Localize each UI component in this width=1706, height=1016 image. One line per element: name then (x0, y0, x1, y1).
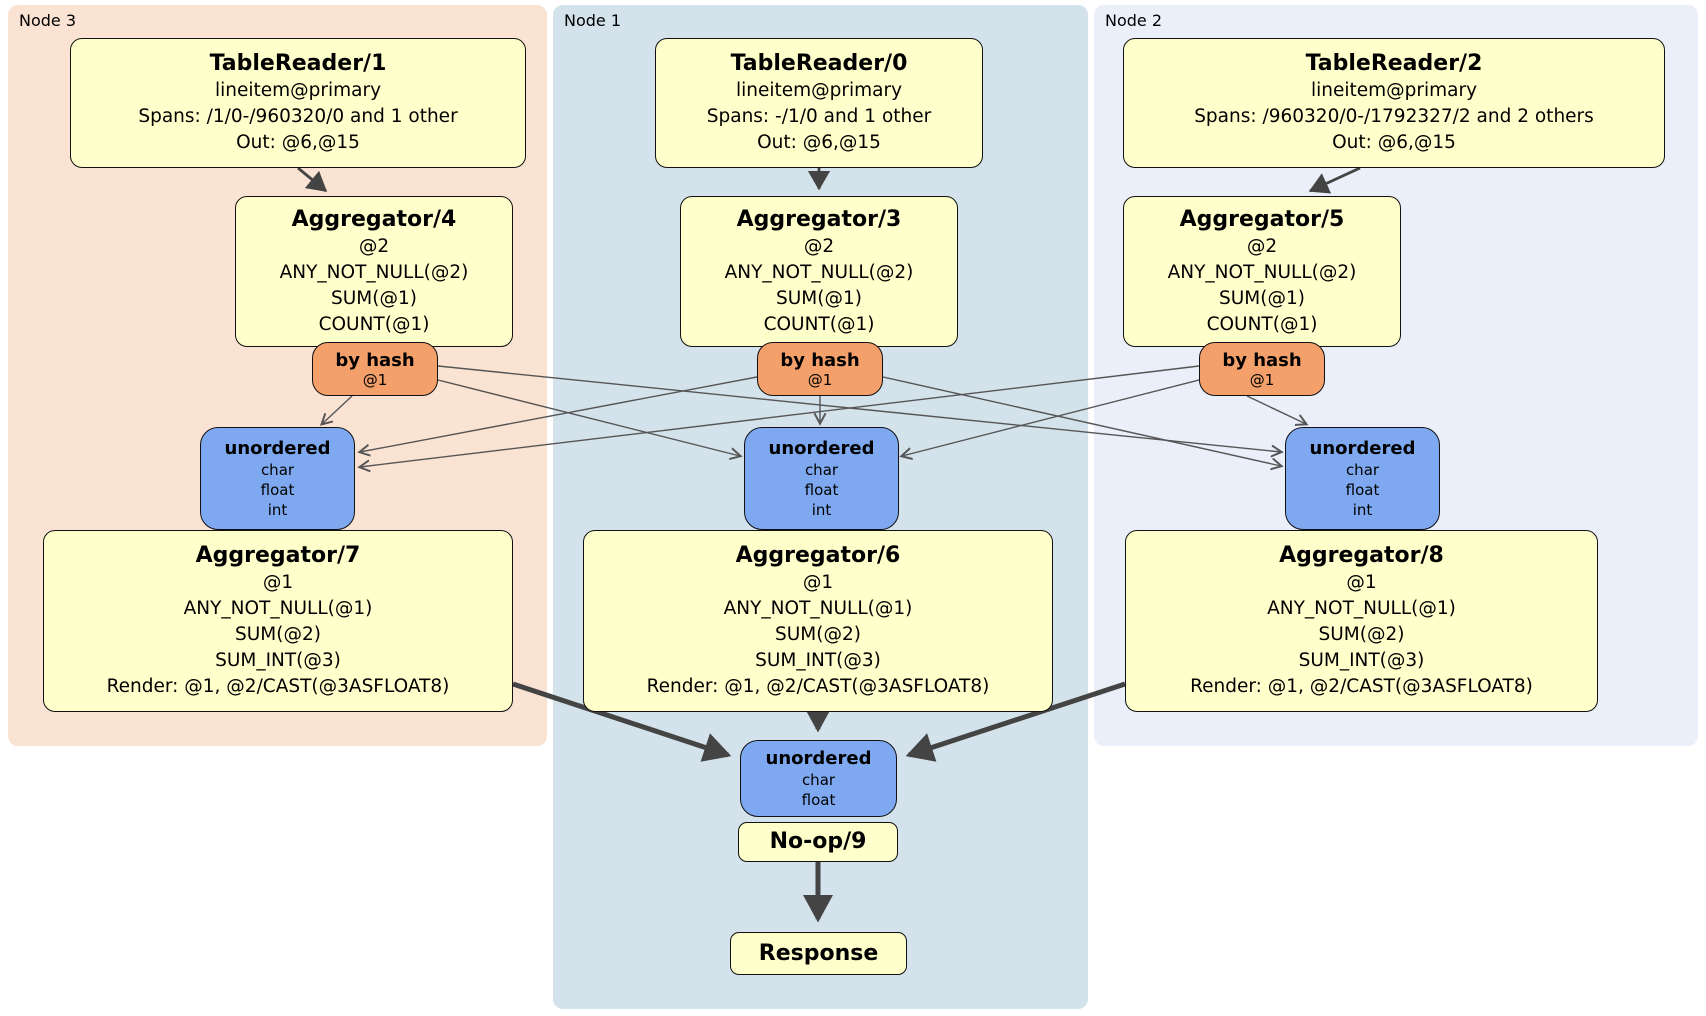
node3-label: Node 3 (19, 11, 77, 30)
tablereader-1-index: lineitem@primary (214, 80, 382, 101)
hash-router-node1: by hash @1 (757, 342, 883, 396)
hash-router-node3: by hash @1 (312, 342, 438, 396)
unordered-sync-node1-type2: float (804, 480, 839, 499)
unordered-sync-node3-type2: float (260, 480, 295, 499)
aggregator-4-groupcol: @2 (358, 235, 390, 257)
unordered-sync-node3-type1: char (260, 460, 295, 479)
hash-router-node3-label: by hash (335, 349, 415, 371)
aggregator-8-title: Aggregator/8 (1279, 543, 1444, 568)
hash-router-node2-col: @1 (1249, 370, 1275, 389)
aggregator-6-render: Render: @1, @2/CAST(@3ASFLOAT8) (646, 676, 990, 697)
aggregator-8-box: Aggregator/8 @1 ANY_NOT_NULL(@1) SUM(@2)… (1125, 530, 1598, 712)
aggregator-7-title: Aggregator/7 (195, 543, 361, 568)
hash-router-node2: by hash @1 (1199, 342, 1325, 396)
aggregator-6-fn1: ANY_NOT_NULL(@1) (723, 598, 913, 619)
tablereader-2-box: TableReader/2 lineitem@primary Spans: /9… (1123, 38, 1665, 168)
unordered-sync-node1-type1: char (804, 460, 839, 479)
aggregator-3-box: Aggregator/3 @2 ANY_NOT_NULL(@2) SUM(@1)… (680, 196, 958, 347)
response-title: Response (758, 940, 879, 966)
tablereader-0-box: TableReader/0 lineitem@primary Spans: -/… (655, 38, 983, 168)
aggregator-3-fn3: COUNT(@1) (763, 313, 875, 335)
unordered-sync-node2-label: unordered (1309, 437, 1416, 459)
aggregator-6-fn2: SUM(@2) (775, 624, 861, 645)
tablereader-2-index: lineitem@primary (1310, 80, 1478, 101)
aggregator-5-title: Aggregator/5 (1179, 206, 1345, 232)
aggregator-3-fn2: SUM(@1) (776, 287, 862, 309)
tablereader-0-out: Out: @6,@15 (757, 132, 881, 153)
unordered-sync-final-label: unordered (765, 747, 872, 769)
tablereader-0-title: TableReader/0 (730, 51, 908, 76)
tablereader-0-spans: Spans: -/1/0 and 1 other (706, 106, 932, 127)
aggregator-5-groupcol: @2 (1246, 235, 1278, 257)
tablereader-0-index: lineitem@primary (735, 80, 903, 101)
hash-router-node3-col: @1 (362, 370, 388, 389)
aggregator-6-box: Aggregator/6 @1 ANY_NOT_NULL(@1) SUM(@2)… (583, 530, 1053, 712)
unordered-sync-node2-type2: float (1345, 480, 1380, 499)
aggregator-7-fn3: SUM_INT(@3) (215, 650, 341, 671)
aggregator-8-render: Render: @1, @2/CAST(@3ASFLOAT8) (1190, 676, 1533, 697)
tablereader-1-title: TableReader/1 (209, 51, 387, 76)
tablereader-1-out: Out: @6,@15 (236, 132, 360, 153)
unordered-sync-final-type1: char (801, 770, 836, 789)
aggregator-7-groupcol: @1 (262, 572, 294, 593)
aggregator-8-fn1: ANY_NOT_NULL(@1) (1267, 598, 1456, 619)
noop-9-box: No-op/9 (738, 822, 898, 862)
aggregator-6-groupcol: @1 (802, 572, 834, 593)
unordered-sync-final-type2: float (801, 790, 836, 809)
aggregator-5-fn3: COUNT(@1) (1206, 313, 1318, 335)
unordered-sync-node2-type3: int (1352, 500, 1373, 519)
tablereader-1-box: TableReader/1 lineitem@primary Spans: /1… (70, 38, 526, 168)
aggregator-5-fn1: ANY_NOT_NULL(@2) (1167, 261, 1357, 283)
aggregator-5-box: Aggregator/5 @2 ANY_NOT_NULL(@2) SUM(@1)… (1123, 196, 1401, 347)
unordered-sync-final: unordered char float (740, 740, 897, 817)
aggregator-4-fn1: ANY_NOT_NULL(@2) (279, 261, 469, 283)
node1-label: Node 1 (564, 11, 622, 30)
unordered-sync-node1-type3: int (811, 500, 832, 519)
tablereader-1-spans: Spans: /1/0-/960320/0 and 1 other (138, 106, 458, 127)
aggregator-8-fn3: SUM_INT(@3) (1298, 650, 1425, 671)
aggregator-6-fn3: SUM_INT(@3) (755, 650, 881, 671)
aggregator-4-title: Aggregator/4 (291, 206, 457, 232)
aggregator-7-render: Render: @1, @2/CAST(@3ASFLOAT8) (106, 676, 450, 697)
unordered-sync-node3-type3: int (267, 500, 288, 519)
tablereader-2-title: TableReader/2 (1305, 51, 1483, 76)
aggregator-7-fn2: SUM(@2) (235, 624, 321, 645)
aggregator-3-groupcol: @2 (803, 235, 835, 257)
hash-router-node1-col: @1 (807, 370, 833, 389)
aggregator-7-fn1: ANY_NOT_NULL(@1) (183, 598, 373, 619)
unordered-sync-node2-type1: char (1345, 460, 1380, 479)
aggregator-3-title: Aggregator/3 (736, 206, 902, 232)
hash-router-node2-label: by hash (1222, 349, 1302, 371)
node2-label: Node 2 (1105, 11, 1163, 30)
response-box: Response (730, 932, 907, 975)
aggregator-4-fn3: COUNT(@1) (318, 313, 430, 335)
hash-router-node1-label: by hash (780, 349, 860, 371)
unordered-sync-node1: unordered char float int (744, 427, 899, 530)
aggregator-5-fn2: SUM(@1) (1219, 287, 1305, 309)
aggregator-4-fn2: SUM(@1) (331, 287, 417, 309)
unordered-sync-node1-label: unordered (768, 437, 875, 459)
tablereader-2-out: Out: @6,@15 (1332, 132, 1456, 153)
noop-9-title: No-op/9 (769, 829, 867, 854)
aggregator-3-fn1: ANY_NOT_NULL(@2) (724, 261, 914, 283)
tablereader-2-spans: Spans: /960320/0-/1792327/2 and 2 others (1194, 106, 1594, 127)
aggregator-8-fn2: SUM(@2) (1318, 624, 1405, 645)
unordered-sync-node2: unordered char float int (1285, 427, 1440, 530)
unordered-sync-node3: unordered char float int (200, 427, 355, 530)
aggregator-7-box: Aggregator/7 @1 ANY_NOT_NULL(@1) SUM(@2)… (43, 530, 513, 712)
aggregator-8-groupcol: @1 (1346, 572, 1377, 593)
aggregator-6-title: Aggregator/6 (735, 543, 901, 568)
unordered-sync-node3-label: unordered (224, 437, 331, 459)
aggregator-4-box: Aggregator/4 @2 ANY_NOT_NULL(@2) SUM(@1)… (235, 196, 513, 347)
